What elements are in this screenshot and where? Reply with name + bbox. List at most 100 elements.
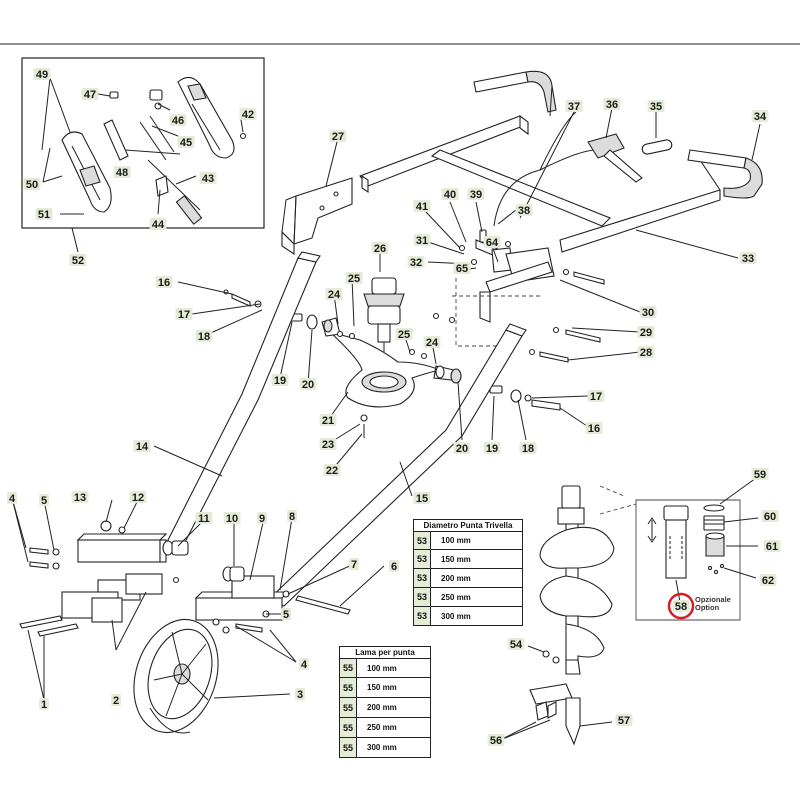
callout-background: [395, 328, 413, 340]
callout-background: [299, 658, 309, 670]
callout-background: [487, 734, 505, 746]
callout-number: 34: [754, 111, 767, 123]
throttle-control: [587, 133, 673, 183]
callout-65: 65: [453, 262, 471, 275]
blade-code: 55: [339, 737, 357, 758]
callout-background: [413, 492, 431, 504]
callout-background: [389, 560, 399, 572]
callout-26: 26: [371, 242, 389, 255]
callout-background: [565, 100, 583, 112]
callout-background: [195, 330, 213, 342]
callout-number: 30: [642, 307, 654, 319]
callout-background: [299, 378, 317, 390]
callout-number: 18: [198, 331, 210, 343]
auger-mount-ring: [321, 317, 455, 408]
callout-background: [319, 414, 337, 426]
callout-2: 2: [111, 694, 121, 707]
handle-grip-left: [61, 131, 112, 213]
table-row: 53 100 mm: [413, 531, 523, 550]
callout-4: 4: [7, 492, 17, 505]
callout-number: 38: [518, 205, 530, 217]
callout-background: [413, 234, 431, 246]
callout-background: [35, 208, 53, 220]
callout-17: 17: [175, 308, 193, 321]
callout-45: 45: [177, 136, 195, 149]
callout-background: [761, 510, 779, 522]
callout-number: 64: [486, 237, 499, 249]
callout-number: 8: [289, 511, 295, 523]
callout-number: 9: [259, 513, 265, 525]
callout-50: 50: [23, 178, 41, 191]
option-note: Opzionale Option: [695, 596, 731, 612]
callout-background: [413, 200, 431, 212]
callout-59: 59: [751, 468, 769, 481]
callout-number: 29: [640, 327, 652, 339]
callout-background: [7, 492, 17, 504]
table-row: 55 150 mm: [339, 677, 431, 698]
callout-24: 24: [423, 336, 441, 349]
callout-number: 12: [132, 492, 144, 504]
blade-size: 100 mm: [356, 658, 431, 678]
callout-5: 5: [281, 608, 291, 621]
option-note-line1: Opzionale: [695, 595, 731, 604]
callout-number: 41: [416, 201, 428, 213]
callout-14: 14: [133, 440, 151, 453]
left-side-plate: [281, 177, 353, 256]
table-row: 53 200 mm: [413, 568, 523, 588]
callout-number: 21: [322, 415, 334, 427]
right-side-bracket: [479, 261, 553, 323]
drill-code: 53: [413, 587, 431, 607]
callout-number: 48: [116, 167, 128, 179]
callout-3: 3: [295, 688, 305, 701]
callout-number: 47: [84, 89, 96, 101]
callout-background: [672, 600, 690, 612]
callout-number: 40: [444, 189, 456, 201]
blade-size: 200 mm: [356, 697, 431, 718]
callout-34: 34: [751, 110, 769, 123]
callout-number: 16: [588, 423, 600, 435]
callout-48: 48: [113, 166, 131, 179]
callout-number: 56: [490, 735, 502, 747]
blade-size-table: Lama per punta 55 100 mm 55 150 mm 55 20…: [339, 646, 431, 758]
callout-background: [739, 252, 757, 264]
callout-number: 5: [41, 495, 47, 507]
throttle-cable-part: [139, 115, 203, 225]
callout-background: [585, 422, 603, 434]
callout-background: [319, 438, 337, 450]
callout-background: [239, 108, 257, 120]
blade-table-header: Lama per punta: [339, 646, 431, 659]
table-row: 53 250 mm: [413, 587, 523, 607]
left-frame-leg: [165, 251, 321, 549]
callout-background: [423, 336, 441, 348]
handlebar-frame: [359, 114, 721, 253]
callout-background: [349, 558, 359, 570]
callout-number: 32: [410, 257, 422, 269]
callout-background: [113, 166, 131, 178]
callout-background: [281, 608, 291, 620]
callout-number: 6: [391, 561, 397, 573]
callout-background: [751, 468, 769, 480]
callout-42: 42: [239, 108, 257, 121]
blade-code: 55: [339, 717, 357, 738]
callout-18: 18: [519, 442, 537, 455]
callout-38: 38: [515, 204, 533, 217]
callout-number: 19: [274, 375, 286, 387]
callout-49: 49: [33, 68, 51, 81]
callout-22: 22: [323, 464, 341, 477]
callout-number: 61: [766, 541, 778, 553]
callout-40: 40: [441, 188, 459, 201]
callout-number: 16: [158, 277, 170, 289]
callout-17: 17: [587, 390, 605, 403]
callout-number: 14: [136, 441, 149, 453]
callout-number: 5: [283, 609, 289, 621]
callout-19: 19: [483, 442, 501, 455]
callout-number: 22: [326, 465, 338, 477]
callout-number: 58: [675, 601, 687, 613]
callout-background: [615, 714, 633, 726]
table-row: 53 150 mm: [413, 549, 523, 569]
callout-number: 36: [606, 99, 618, 111]
callout-number: 59: [754, 469, 766, 481]
callout-46: 46: [169, 114, 187, 127]
callout-background: [639, 306, 657, 318]
